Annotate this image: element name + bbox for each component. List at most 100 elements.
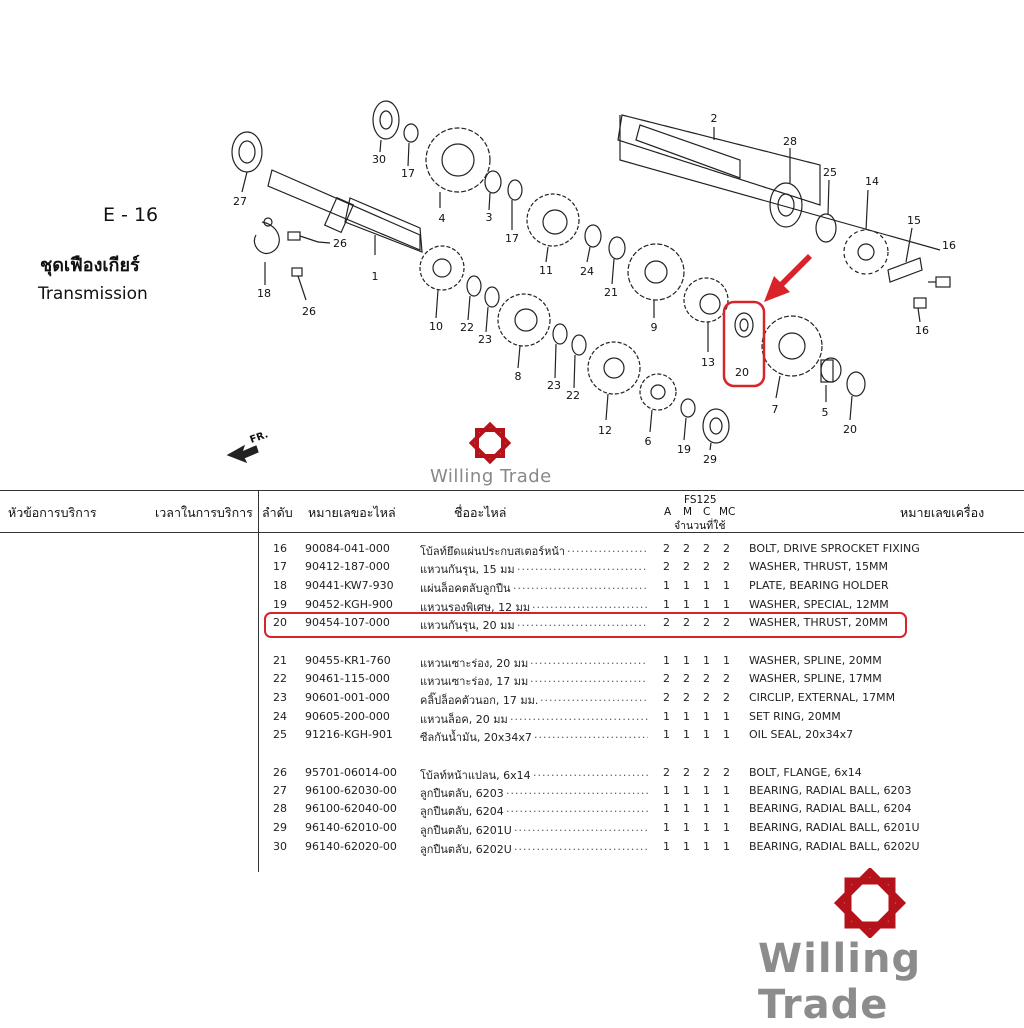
row-dot-leader: ................................ [540, 691, 648, 704]
col-service-topic: หัวข้อการบริการ [8, 505, 97, 520]
row-qty-mc: 1 [723, 728, 730, 741]
row-index: 16 [273, 542, 287, 555]
washer-20b-drawing [846, 371, 866, 421]
col-qty-c: C [703, 506, 711, 518]
row-part-number: 96100-62030-00 [305, 784, 397, 797]
row-english-name: PLATE, BEARING HOLDER [749, 579, 889, 592]
row-qty-m: 1 [683, 728, 690, 741]
row-dot-leader: .................................. [533, 766, 648, 779]
row-index: 20 [273, 616, 287, 629]
row-english-name: BEARING, RADIAL BALL, 6203 [749, 784, 912, 797]
front-direction-arrow [226, 444, 259, 464]
row-english-name: BEARING, RADIAL BALL, 6201U [749, 821, 920, 834]
row-part-name: โบ้ลท์ยึดแผ่นประกบสเตอร์หน้า [420, 545, 566, 558]
bushing-5-drawing [820, 357, 842, 402]
row-part-number: 90441-KW7-930 [305, 579, 394, 592]
callout-10: 10 [429, 320, 443, 333]
mainshaft-drawing [267, 169, 423, 255]
callout-16b: 16 [915, 324, 929, 337]
callout-30: 30 [372, 153, 386, 166]
callout-24: 24 [580, 265, 594, 278]
row-qty-mc: 1 [723, 710, 730, 723]
callout-14: 14 [865, 175, 879, 188]
callout-7: 7 [772, 403, 779, 416]
row-dot-leader: ............................... [567, 542, 648, 555]
callout-26b: 26 [302, 305, 316, 318]
callout-12: 12 [598, 424, 612, 437]
row-qty-c: 1 [703, 840, 710, 853]
callout-16a: 16 [942, 239, 956, 252]
bearing-28-drawing [769, 148, 803, 228]
row-english-name: BEARING, RADIAL BALL, 6204 [749, 802, 912, 815]
row-part-name: แหวนล็อค, 20 มม [420, 713, 508, 726]
row-dot-leader: ..................................... [530, 654, 648, 667]
row-part-name: โบ้ลท์หน้าแปลน, 6x14 [420, 769, 531, 782]
row-index: 25 [273, 728, 287, 741]
row-qty-c: 2 [703, 560, 710, 573]
row-part-name: แหวนรองพิเศษ, 12 มม [420, 601, 531, 614]
row-qty-a: 1 [663, 728, 670, 741]
gear-13-drawing [683, 277, 729, 352]
seal-25-drawing [815, 179, 837, 243]
row-part-number: 90461-115-000 [305, 672, 390, 685]
diagram-highlight-20 [722, 300, 766, 388]
row-dot-leader: ........................................ [513, 579, 648, 592]
row-qty-c: 2 [703, 542, 710, 555]
callout-22b: 22 [566, 389, 580, 402]
gear-7-drawing [761, 315, 823, 399]
row-qty-mc: 2 [723, 672, 730, 685]
callout-6: 6 [645, 435, 652, 448]
callout-20a: 20 [735, 366, 749, 379]
row-qty-m: 1 [683, 654, 690, 667]
row-qty-a: 2 [663, 560, 670, 573]
row-english-name: WASHER, THRUST, 20MM [749, 616, 888, 629]
row-qty-a: 2 [663, 766, 670, 779]
watermark-text-small: Willing Trade [430, 466, 552, 487]
callout-17b: 17 [505, 232, 519, 245]
row-qty-m: 1 [683, 710, 690, 723]
washer-21-drawing [608, 236, 626, 285]
callout-18: 18 [257, 287, 271, 300]
col-model: FS125 [684, 494, 717, 506]
watermark-logo-small [468, 421, 512, 465]
row-index: 29 [273, 821, 287, 834]
row-index: 30 [273, 840, 287, 853]
row-index: 22 [273, 672, 287, 685]
row-qty-mc: 1 [723, 821, 730, 834]
callout-25: 25 [823, 166, 837, 179]
washer-22b-drawing [571, 334, 587, 389]
row-dot-leader: ........................................… [514, 840, 648, 853]
row-part-name: คลิ๊ปล็อคตัวนอก, 17 มม. [420, 694, 539, 707]
watermark-text-large: Willing Trade [758, 936, 922, 1028]
row-dot-leader: ........................................… [510, 710, 648, 723]
row-index: 18 [273, 579, 287, 592]
callout-19: 19 [677, 443, 691, 456]
row-part-number: 90452-KGH-900 [305, 598, 393, 611]
row-qty-c: 1 [703, 821, 710, 834]
row-dot-leader: ........................................… [517, 560, 648, 573]
row-qty-a: 2 [663, 691, 670, 704]
row-index: 27 [273, 784, 287, 797]
callout-22a: 22 [460, 321, 474, 334]
row-index: 23 [273, 691, 287, 704]
row-qty-mc: 2 [723, 542, 730, 555]
table-top-rule [0, 490, 1024, 491]
row-qty-m: 1 [683, 840, 690, 853]
row-part-name: ลูกปืนตลับ, 6201U [420, 824, 512, 837]
row-index: 17 [273, 560, 287, 573]
table-column-divider [258, 490, 259, 872]
row-index: 24 [273, 710, 287, 723]
callout-29: 29 [703, 453, 717, 466]
row-part-number: 91216-KGH-901 [305, 728, 393, 741]
gear-9-drawing [627, 243, 685, 318]
row-qty-c: 2 [703, 766, 710, 779]
col-qty-a: A [664, 506, 672, 518]
row-part-name: แหวนเซาะร่อง, 20 มม [420, 657, 529, 670]
row-english-name: WASHER, SPLINE, 17MM [749, 672, 882, 685]
callout-8: 8 [515, 370, 522, 383]
